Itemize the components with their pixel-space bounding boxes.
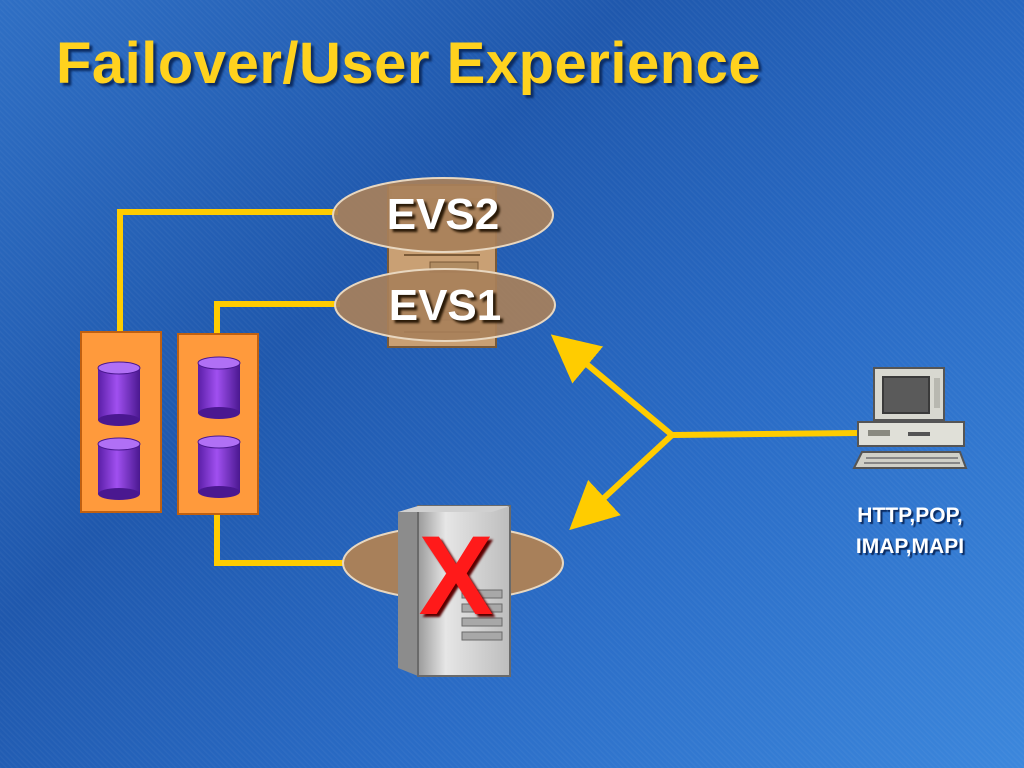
evs1-ellipse [334,268,556,342]
workstation-icon [852,367,968,469]
storage-link-evs2 [117,209,338,332]
disk-icon [197,435,241,498]
evs1-label: EVS1 [388,281,502,330]
arrow-icon [569,432,675,531]
failure-mark: X [418,513,494,638]
storage-array-2 [177,333,259,515]
storage-link-evs1 [214,301,340,334]
client-link [671,430,859,438]
evs2-ellipse [332,177,554,253]
disk-icon [97,437,141,500]
protocols-line-1: HTTP,POP, [857,504,963,527]
storage-link-failed-node [214,514,380,566]
arrow-icon [550,334,674,438]
slide-title: Failover/User Experience [56,31,762,96]
server-icon [398,505,511,677]
client-protocols: HTTP,POP, IMAP,MAPI [820,500,1000,562]
evs2-label: EVS2 [386,190,500,239]
disk-icon [197,356,241,419]
storage-array-1 [80,331,162,513]
disk-icon [97,361,141,426]
protocols-line-2: IMAP,MAPI [855,535,965,558]
